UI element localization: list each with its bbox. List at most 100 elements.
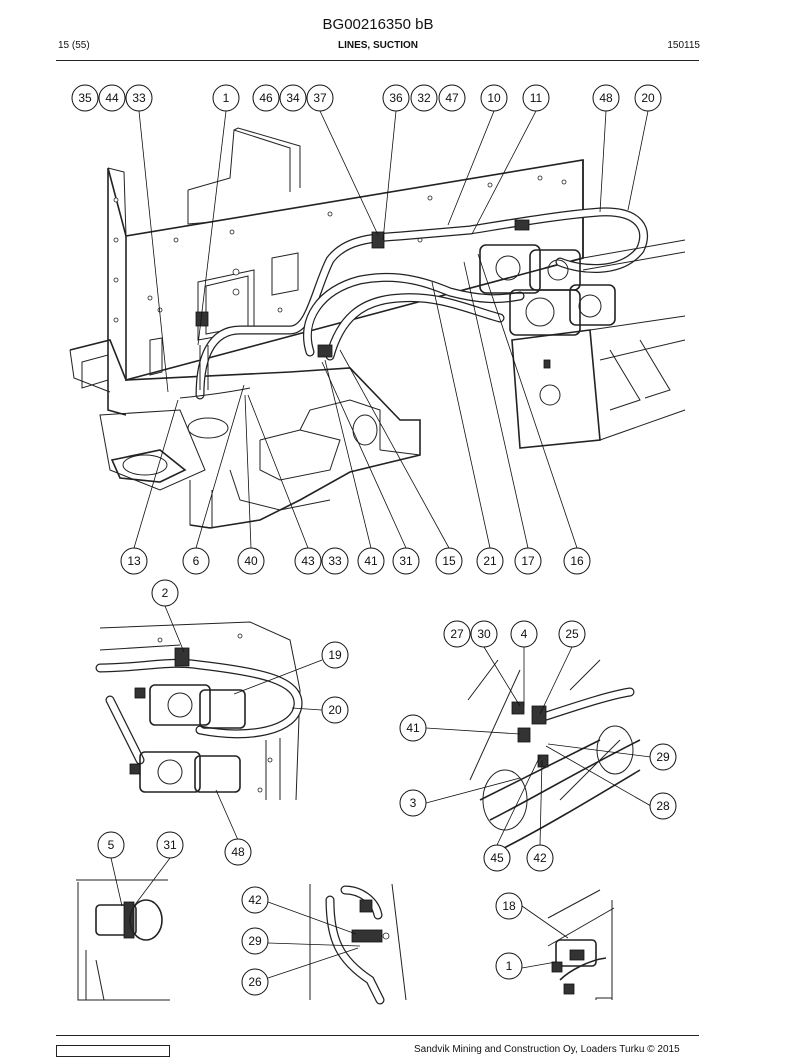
right-rails [511,239,686,449]
header-divider [56,60,699,61]
callout-label: 42 [248,893,262,907]
callout-detail-valve-45: 45 [483,844,511,872]
detail-valve-view [467,659,641,851]
callout-label: 5 [108,838,115,852]
callout-main-bottom-16: 16 [563,547,591,575]
suction-hoses [179,207,649,400]
detail-clamp-left [76,879,170,1001]
callout-detail-valve-29: 29 [649,743,677,771]
callout-label: 44 [105,91,119,105]
callout-main-bottom-33: 33 [321,547,349,575]
callout-detail-valve-41: 41 [399,714,427,742]
callout-main-bottom-43: 43 [294,547,322,575]
callout-label: 1 [223,91,230,105]
callout-label: 4 [521,627,528,641]
callout-main-bottom-15: 15 [435,547,463,575]
detail-clamp-mid [309,883,407,1005]
callout-main-bottom-41: 41 [357,547,385,575]
document-date: 150115 [667,40,700,51]
callout-detail-valve-3: 3 [399,789,427,817]
callout-detail-valve-27: 27 [443,620,471,648]
callout-label: 48 [231,845,245,859]
callout-main-top-47: 47 [438,84,466,112]
callout-detail-pump-2: 2 [151,579,179,607]
callout-detail-pump-20: 20 [321,696,349,724]
callout-detail-valve-25: 25 [558,620,586,648]
callout-label: 17 [521,554,535,568]
callout-main-bottom-17: 17 [514,547,542,575]
callout-main-top-37: 37 [306,84,334,112]
callout-label: 41 [406,721,420,735]
document-id: BG00216350 bB [322,16,434,33]
callout-main-top-1: 1 [212,84,240,112]
callout-main-top-10: 10 [480,84,508,112]
callout-label: 19 [328,648,342,662]
callout-label: 32 [417,91,431,105]
callout-detail-clamp-right-18: 18 [495,892,523,920]
callout-detail-clamp-mid-29: 29 [241,927,269,955]
footer-divider [56,1035,699,1036]
callout-main-top-32: 32 [410,84,438,112]
sandvik-logo [56,1045,170,1057]
callout-label: 37 [313,91,327,105]
callout-label: 6 [193,554,200,568]
callout-detail-pump-48: 48 [224,838,252,866]
callout-detail-valve-42: 42 [526,844,554,872]
callout-detail-clamp-left-31: 31 [156,831,184,859]
callout-label: 18 [502,899,516,913]
callout-label: 28 [656,799,670,813]
callout-label: 2 [162,586,169,600]
callout-main-top-20: 20 [634,84,662,112]
callout-label: 31 [399,554,413,568]
callout-main-top-34: 34 [279,84,307,112]
callout-label: 31 [163,838,177,852]
footer-copyright: Sandvik Mining and Construction Oy, Load… [414,1044,680,1055]
callout-detail-valve-28: 28 [649,792,677,820]
callout-detail-valve-30: 30 [470,620,498,648]
callout-main-top-36: 36 [382,84,410,112]
callout-detail-clamp-right-1: 1 [495,952,523,980]
detail-pump-view [95,621,303,801]
callout-label: 42 [533,851,547,865]
frame-holes [113,175,567,323]
callout-label: 15 [442,554,456,568]
callout-label: 21 [483,554,497,568]
callout-main-top-33: 33 [125,84,153,112]
callout-label: 1 [506,959,513,973]
main-assembly-drawing [69,127,686,529]
callout-label: 27 [450,627,464,641]
callout-label: 20 [641,91,655,105]
callout-label: 34 [286,91,300,105]
callout-main-top-46: 46 [252,84,280,112]
callout-label: 48 [599,91,613,105]
leader-lines [110,110,652,979]
callout-main-bottom-13: 13 [120,547,148,575]
callout-label: 43 [301,554,315,568]
callout-main-bottom-21: 21 [476,547,504,575]
callout-label: 16 [570,554,584,568]
detail-clamp-right [547,889,615,1000]
callout-main-bottom-40: 40 [237,547,265,575]
callout-detail-pump-19: 19 [321,641,349,669]
callout-label: 26 [248,975,262,989]
callout-label: 33 [328,554,342,568]
callout-label: 41 [364,554,378,568]
callout-detail-clamp-mid-26: 26 [241,968,269,996]
page-title: LINES, SUCTION [337,40,418,51]
callout-main-top-44: 44 [98,84,126,112]
callout-main-top-11: 11 [522,84,550,112]
callout-detail-valve-4: 4 [510,620,538,648]
callout-detail-clamp-left-5: 5 [97,831,125,859]
callout-label: 33 [132,91,146,105]
callout-label: 10 [487,91,501,105]
callout-main-top-48: 48 [592,84,620,112]
callout-main-top-35: 35 [71,84,99,112]
callout-label: 13 [127,554,141,568]
pump-cluster [195,219,616,358]
callout-detail-clamp-mid-42: 42 [241,886,269,914]
callout-label: 11 [530,91,543,105]
callout-label: 30 [477,627,491,641]
page-number: 15 (55) [58,40,90,51]
